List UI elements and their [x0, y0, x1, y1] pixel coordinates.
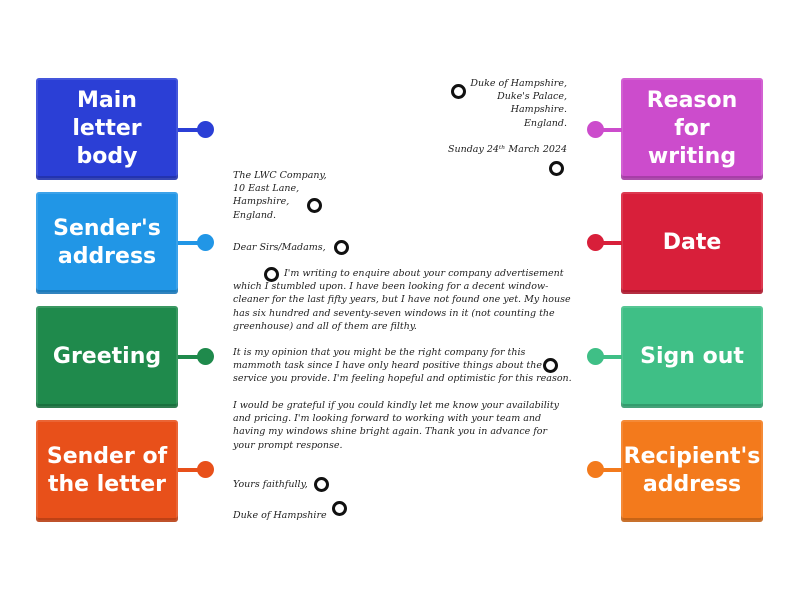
connector — [178, 468, 200, 472]
label-text: Date — [662, 230, 722, 255]
label-greeting[interactable]: Greeting — [36, 306, 178, 408]
letter-date: Sunday 24ᵗʰ March 2024 — [400, 143, 567, 156]
paragraph-line: greenhouse) and all of them are filthy. — [233, 320, 417, 332]
connector — [600, 241, 622, 245]
paragraph-line: and pricing. I'm looking forward to work… — [233, 413, 542, 425]
label-recipients-address[interactable]: Recipient's address — [621, 420, 763, 522]
pin-greeting[interactable] — [197, 348, 214, 365]
paragraph-line: cleaner for the last fifty years, but I … — [233, 294, 571, 306]
letter-signature: Duke of Hampshire — [233, 509, 393, 522]
pin-date[interactable] — [587, 234, 604, 251]
sign-out-text: Yours faithfully, — [233, 479, 308, 490]
pin-reason-for-writing[interactable] — [587, 121, 604, 138]
label-text: Sign out — [640, 344, 744, 369]
paragraph-line: has six hundred and seventy-seven window… — [233, 307, 555, 319]
letter-sender-address: Duke of Hampshire, Duke's Palace, Hampsh… — [400, 77, 567, 130]
address-line: England. — [523, 117, 567, 129]
paragraph-line: I'm writing to enquire about your compan… — [284, 268, 564, 279]
label-main-letter-body[interactable]: Main letter body — [36, 78, 178, 180]
paragraph-line: which I stumbled upon. I have been looki… — [233, 281, 549, 293]
pin-sign-out[interactable] — [587, 348, 604, 365]
address-line: 10 East Lane, — [233, 183, 300, 195]
letter-recipient-address: The LWC Company, 10 East Lane, Hampshire… — [233, 169, 393, 222]
connector — [178, 355, 200, 359]
signature-text: Duke of Hampshire — [233, 510, 327, 521]
connector — [178, 128, 200, 132]
drop-target-sender-address[interactable] — [451, 84, 466, 99]
connector — [600, 468, 622, 472]
letter-greeting: Dear Sirs/Madams, — [233, 241, 393, 254]
address-line: Duke of Hampshire, — [470, 78, 567, 89]
connector — [600, 128, 622, 132]
label-text: Greeting — [52, 344, 162, 369]
label-text: Sender's address — [53, 216, 161, 269]
label-date[interactable]: Date — [621, 192, 763, 294]
letter-paragraph-2: It is my opinion that you might be the r… — [233, 346, 573, 386]
label-text: Recipient's address — [623, 444, 761, 497]
greeting-text: Dear Sirs/Madams, — [233, 242, 326, 253]
paragraph-line: I would be grateful if you could kindly … — [233, 400, 560, 411]
label-text: Sender of the letter — [46, 444, 168, 497]
drop-target-date[interactable] — [549, 161, 564, 176]
label-sender-of-letter[interactable]: Sender of the letter — [36, 420, 178, 522]
pin-main-letter-body[interactable] — [197, 121, 214, 138]
label-senders-address[interactable]: Sender's address — [36, 192, 178, 294]
paragraph-line: It is my opinion that you might be the r… — [233, 347, 526, 358]
address-line: England. — [233, 209, 277, 221]
pin-recipients-address[interactable] — [587, 461, 604, 478]
letter-sign-out: Yours faithfully, — [233, 478, 393, 491]
address-line: Duke's Palace, — [497, 91, 567, 103]
label-text: Reason for writing — [646, 88, 738, 169]
drop-target-reason-for-writing[interactable] — [264, 267, 279, 282]
letter-paragraph-1: I'm writing to enquire about your compan… — [233, 267, 573, 333]
connector — [600, 355, 622, 359]
drop-target-recipient-address[interactable] — [307, 198, 322, 213]
paragraph-line: mammoth task since I have only heard pos… — [233, 360, 542, 372]
drop-target-main-letter-body[interactable] — [543, 358, 558, 373]
paragraph-line: having my windows shine bright again. Th… — [233, 426, 548, 438]
address-line: Hampshire, — [233, 196, 290, 208]
paragraph-line: service you provide. I'm feeling hopeful… — [233, 373, 572, 385]
pin-senders-address[interactable] — [197, 234, 214, 251]
label-sign-out[interactable]: Sign out — [621, 306, 763, 408]
address-line: Hampshire. — [510, 104, 567, 116]
connector — [178, 241, 200, 245]
drop-target-greeting[interactable] — [334, 240, 349, 255]
drop-target-sender-of-letter[interactable] — [332, 501, 347, 516]
label-reason-for-writing[interactable]: Reason for writing — [621, 78, 763, 180]
address-line: The LWC Company, — [233, 170, 327, 181]
paragraph-line: your prompt response. — [233, 439, 343, 451]
letter-paragraph-3: I would be grateful if you could kindly … — [233, 399, 573, 452]
label-text: Main letter body — [72, 88, 142, 169]
pin-sender-of-letter[interactable] — [197, 461, 214, 478]
date-text: Sunday 24ᵗʰ March 2024 — [447, 144, 567, 155]
drop-target-sign-out[interactable] — [314, 477, 329, 492]
